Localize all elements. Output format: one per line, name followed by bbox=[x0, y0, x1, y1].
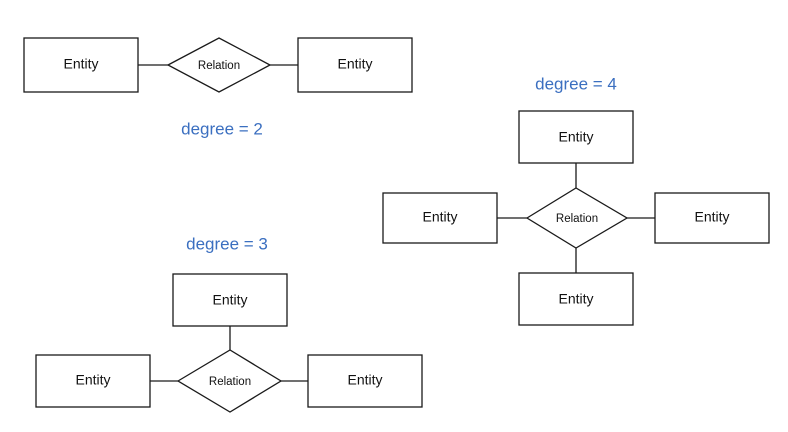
entity-bottom-label: Entity bbox=[558, 291, 593, 307]
entity-right-label: Entity bbox=[347, 372, 382, 388]
entity-right-label: Entity bbox=[337, 56, 372, 72]
entity-left-label: Entity bbox=[75, 372, 110, 388]
entity-right-label: Entity bbox=[694, 209, 729, 225]
entity-left-label: Entity bbox=[422, 209, 457, 225]
degree-2-group: Entity Relation Entity degree = 2 bbox=[23, 37, 413, 138]
entity-left bbox=[382, 192, 498, 244]
relation-label: Relation bbox=[556, 213, 598, 225]
entity-right bbox=[297, 37, 413, 93]
entity-left bbox=[23, 37, 139, 93]
degree-4-group: degree = 4 Entity Entity Relation Entity… bbox=[382, 74, 770, 326]
entity-bottom bbox=[518, 272, 634, 326]
entity-top-label: Entity bbox=[558, 129, 593, 145]
entity-left bbox=[35, 354, 151, 408]
entity-top bbox=[172, 273, 288, 327]
degree-2-caption: degree = 2 bbox=[181, 119, 263, 138]
relation-diamond bbox=[525, 187, 629, 249]
entity-top bbox=[518, 110, 634, 164]
relation-diamond bbox=[176, 349, 283, 413]
entity-left-label: Entity bbox=[63, 56, 98, 72]
entity-right bbox=[654, 192, 770, 244]
relation-label: Relation bbox=[198, 60, 240, 72]
degree-4-caption: degree = 4 bbox=[535, 74, 617, 93]
degree-3-group: degree = 3 Entity Entity Relation Entity bbox=[35, 234, 423, 413]
relation-diamond bbox=[166, 37, 272, 93]
relation-label: Relation bbox=[209, 376, 251, 388]
degree-3-caption: degree = 3 bbox=[186, 234, 268, 253]
entity-right bbox=[307, 354, 423, 408]
entity-top-label: Entity bbox=[212, 292, 247, 308]
